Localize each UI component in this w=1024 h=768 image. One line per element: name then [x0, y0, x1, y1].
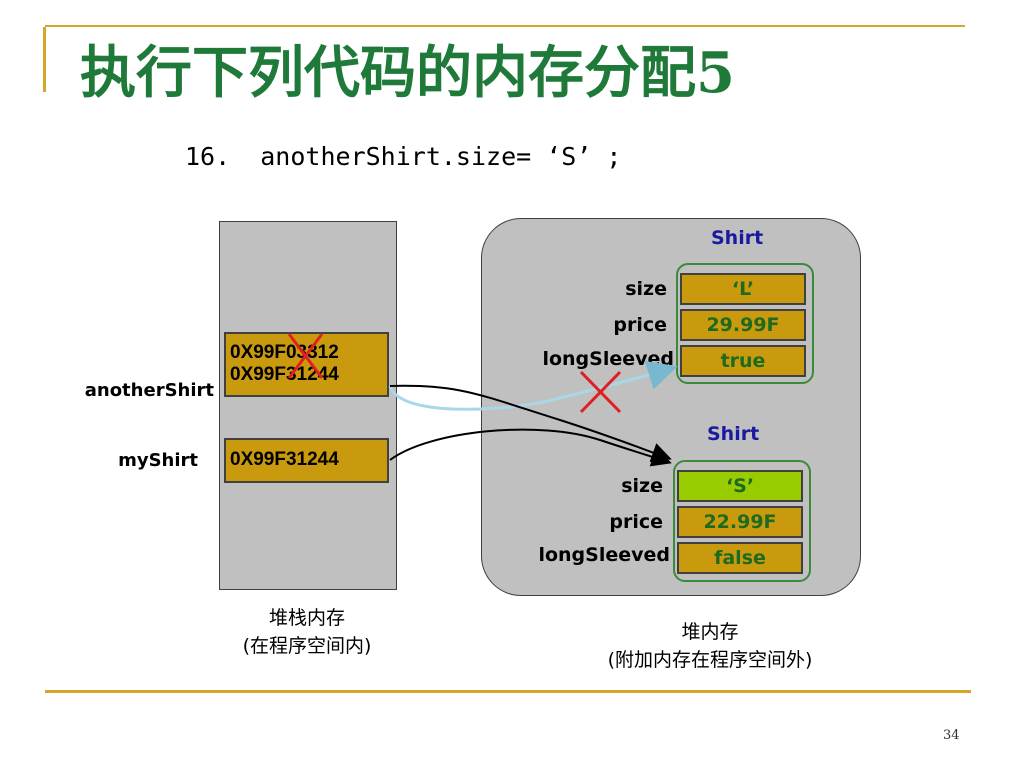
left-accent-rule: [43, 27, 46, 92]
stack-memory-region: [219, 221, 397, 590]
slide-title: 执行下列代码的内存分配5: [80, 40, 735, 106]
old-reference-cross-icon: [579, 370, 622, 414]
shirt-object-2-label: Shirt: [707, 423, 760, 445]
stack-caption-title: 堆栈内存: [268, 607, 345, 629]
heap-caption-title: 堆内存: [681, 621, 739, 643]
anothershirt-label: anotherShirt: [84, 380, 214, 401]
shirt-object-1-label: Shirt: [711, 227, 764, 249]
anothershirt-cell: 0X99F03312 0X99F31244: [224, 332, 389, 397]
shirt-1-field-size-value: ‘L’: [680, 273, 806, 305]
shirt-1-field-longsleeved-label: longSleeved: [542, 348, 674, 370]
code-line: 16. anotherShirt.size= ‘S’ ;: [185, 142, 622, 171]
myshirt-cell: 0X99F31244: [224, 438, 389, 483]
top-rule: [45, 25, 965, 27]
shirt-2-field-size-label: size: [621, 475, 663, 497]
anothershirt-value: 0X99F31244: [230, 364, 339, 385]
myshirt-label: myShirt: [118, 450, 198, 471]
bottom-rule: [45, 690, 971, 693]
old-address-cross-icon: [287, 333, 324, 379]
shirt-object-1: [676, 263, 814, 384]
stack-caption-subtitle: (在程序空间内): [242, 635, 372, 657]
shirt-1-field-size-label: size: [625, 278, 667, 300]
shirt-1-field-price-label: price: [613, 314, 667, 336]
anothershirt-reference-arrow: [389, 384, 672, 463]
shirt-2-field-price-value: 22.99F: [677, 506, 803, 538]
myshirt-reference-arrow: [389, 428, 672, 467]
old-reference-arrow: [388, 360, 678, 411]
heap-caption: 堆内存 (附加内存在程序空间外): [560, 618, 860, 674]
page-number: 34: [943, 728, 960, 743]
shirt-2-field-longsleeved-value: false: [677, 542, 803, 574]
shirt-1-field-longsleeved-value: true: [680, 345, 806, 377]
shirt-object-2: [673, 460, 811, 582]
stack-caption: 堆栈内存 (在程序空间内): [212, 604, 402, 660]
myshirt-value: 0X99F31244: [230, 449, 339, 470]
shirt-2-field-longsleeved-label: longSleeved: [538, 544, 670, 566]
heap-caption-subtitle: (附加内存在程序空间外): [607, 649, 813, 671]
shirt-1-field-price-value: 29.99F: [680, 309, 806, 341]
shirt-2-field-price-label: price: [609, 511, 663, 533]
shirt-2-field-size-value: ‘S’: [677, 470, 803, 502]
